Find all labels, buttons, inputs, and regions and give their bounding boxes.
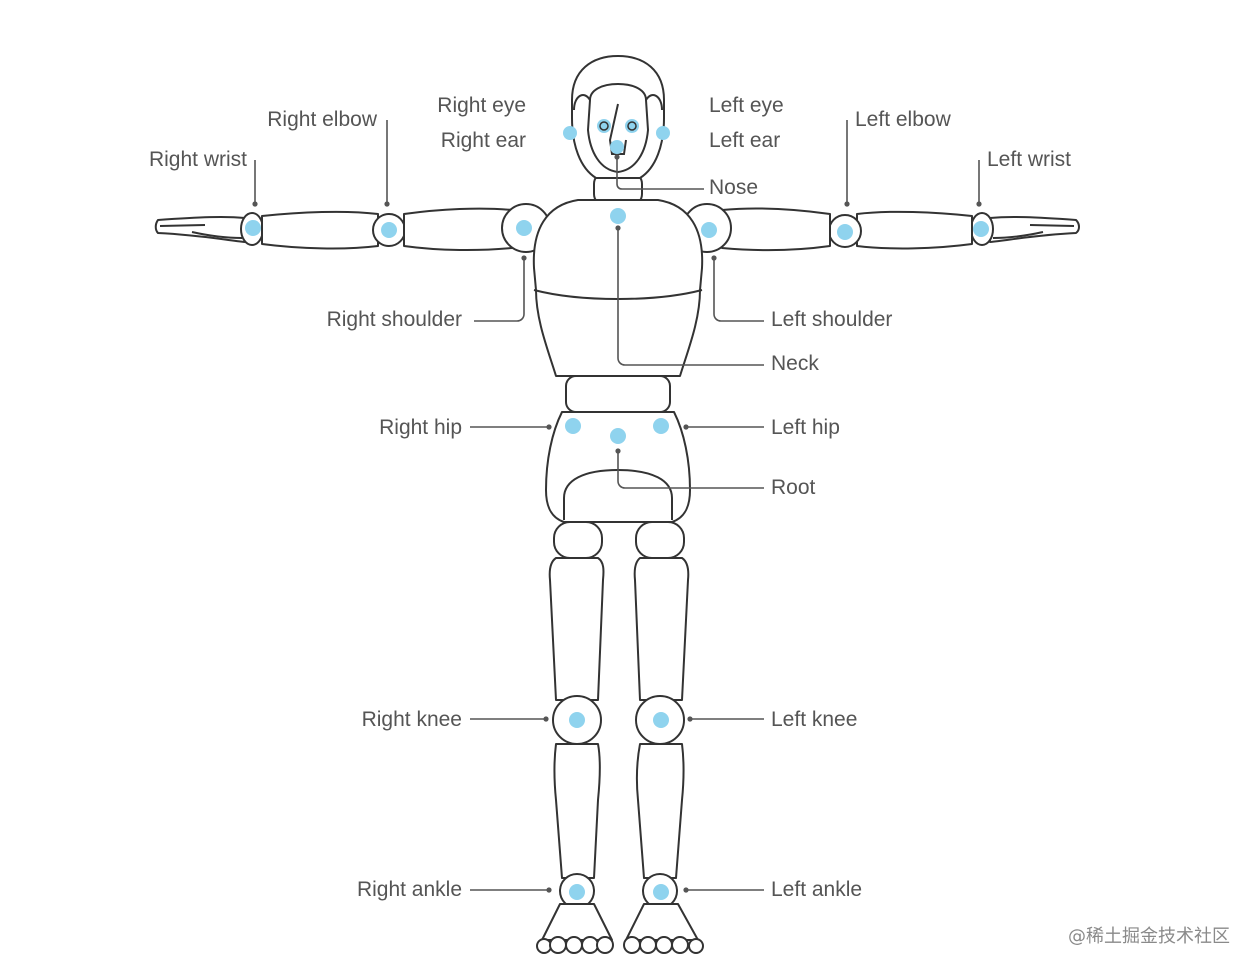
right-foot — [541, 903, 613, 941]
joint-right-hip — [565, 418, 581, 434]
figure-outline — [154, 55, 1080, 954]
joint-left-eye-ring — [627, 121, 637, 131]
leader-lines — [252, 120, 982, 893]
right-hand-fingers — [159, 224, 243, 239]
joint-right-eye-ring — [599, 121, 609, 131]
nose-shape — [608, 103, 627, 155]
leader-root — [617, 451, 764, 489]
left-thigh — [633, 557, 690, 701]
leader-left-shoulder — [713, 258, 764, 322]
leader-right-shoulder — [474, 258, 525, 322]
right-shin — [553, 743, 601, 879]
label-root: Root — [771, 476, 816, 499]
joint-right-knee — [569, 712, 585, 728]
right-hand — [154, 215, 246, 243]
label-nose: Nose — [709, 176, 758, 199]
left-shin — [635, 743, 685, 879]
label-left-elbow: Left elbow — [855, 108, 952, 131]
label-right-ankle: Right ankle — [357, 878, 462, 901]
label-left-eye: Left eye — [709, 94, 784, 117]
label-right-shoulder: Right shoulder — [327, 308, 462, 331]
left-upper-arm — [721, 207, 831, 252]
label-left-shoulder: Left shoulder — [771, 308, 892, 331]
joint-labels: Right wrist Right elbow Right eye Right … — [149, 94, 1071, 901]
label-right-elbow: Right elbow — [267, 108, 378, 131]
label-left-hip: Left hip — [771, 416, 840, 439]
joint-left-wrist — [973, 221, 989, 237]
joint-left-shoulder — [701, 222, 717, 238]
joint-left-elbow — [837, 224, 853, 240]
label-left-knee: Left knee — [771, 708, 857, 731]
watermark: @稀土掘金技术社区 — [1068, 926, 1230, 947]
joint-neck — [610, 208, 626, 224]
joint-root — [610, 428, 626, 444]
waist-shape — [565, 375, 671, 413]
label-right-knee: Right knee — [362, 708, 462, 731]
face — [587, 83, 649, 173]
joint-right-ankle — [569, 884, 585, 900]
joint-left-knee — [653, 712, 669, 728]
right-upper-arm — [403, 207, 513, 252]
label-left-ankle: Left ankle — [771, 878, 862, 901]
right-upper-thigh — [553, 521, 603, 559]
left-toes — [623, 936, 704, 954]
left-hand — [989, 215, 1080, 243]
joint-left-ankle — [653, 884, 669, 900]
leader-nose — [616, 157, 704, 190]
label-left-wrist: Left wrist — [987, 148, 1071, 171]
joint-left-hip — [653, 418, 669, 434]
joint-markers — [245, 119, 989, 900]
label-right-hip: Right hip — [379, 416, 462, 439]
label-left-ear: Left ear — [709, 129, 780, 152]
label-right-wrist: Right wrist — [149, 148, 247, 171]
joint-nose — [610, 140, 624, 154]
left-foot — [625, 903, 699, 941]
left-hand-fingers — [992, 224, 1075, 239]
right-toes — [536, 936, 614, 954]
left-forearm — [856, 210, 973, 250]
joint-right-elbow — [381, 222, 397, 238]
left-upper-thigh — [635, 521, 685, 559]
label-right-ear: Right ear — [441, 129, 526, 152]
right-thigh — [548, 557, 605, 701]
label-right-eye: Right eye — [437, 94, 526, 117]
right-forearm — [261, 210, 379, 250]
joint-left-ear — [656, 126, 670, 140]
joint-right-ear — [563, 126, 577, 140]
joint-right-eye — [597, 119, 611, 133]
joint-right-wrist — [245, 220, 261, 236]
leader-neck — [617, 228, 764, 366]
face-hood — [573, 94, 663, 111]
joint-left-eye — [625, 119, 639, 133]
label-neck: Neck — [771, 352, 819, 375]
joint-right-shoulder — [516, 220, 532, 236]
